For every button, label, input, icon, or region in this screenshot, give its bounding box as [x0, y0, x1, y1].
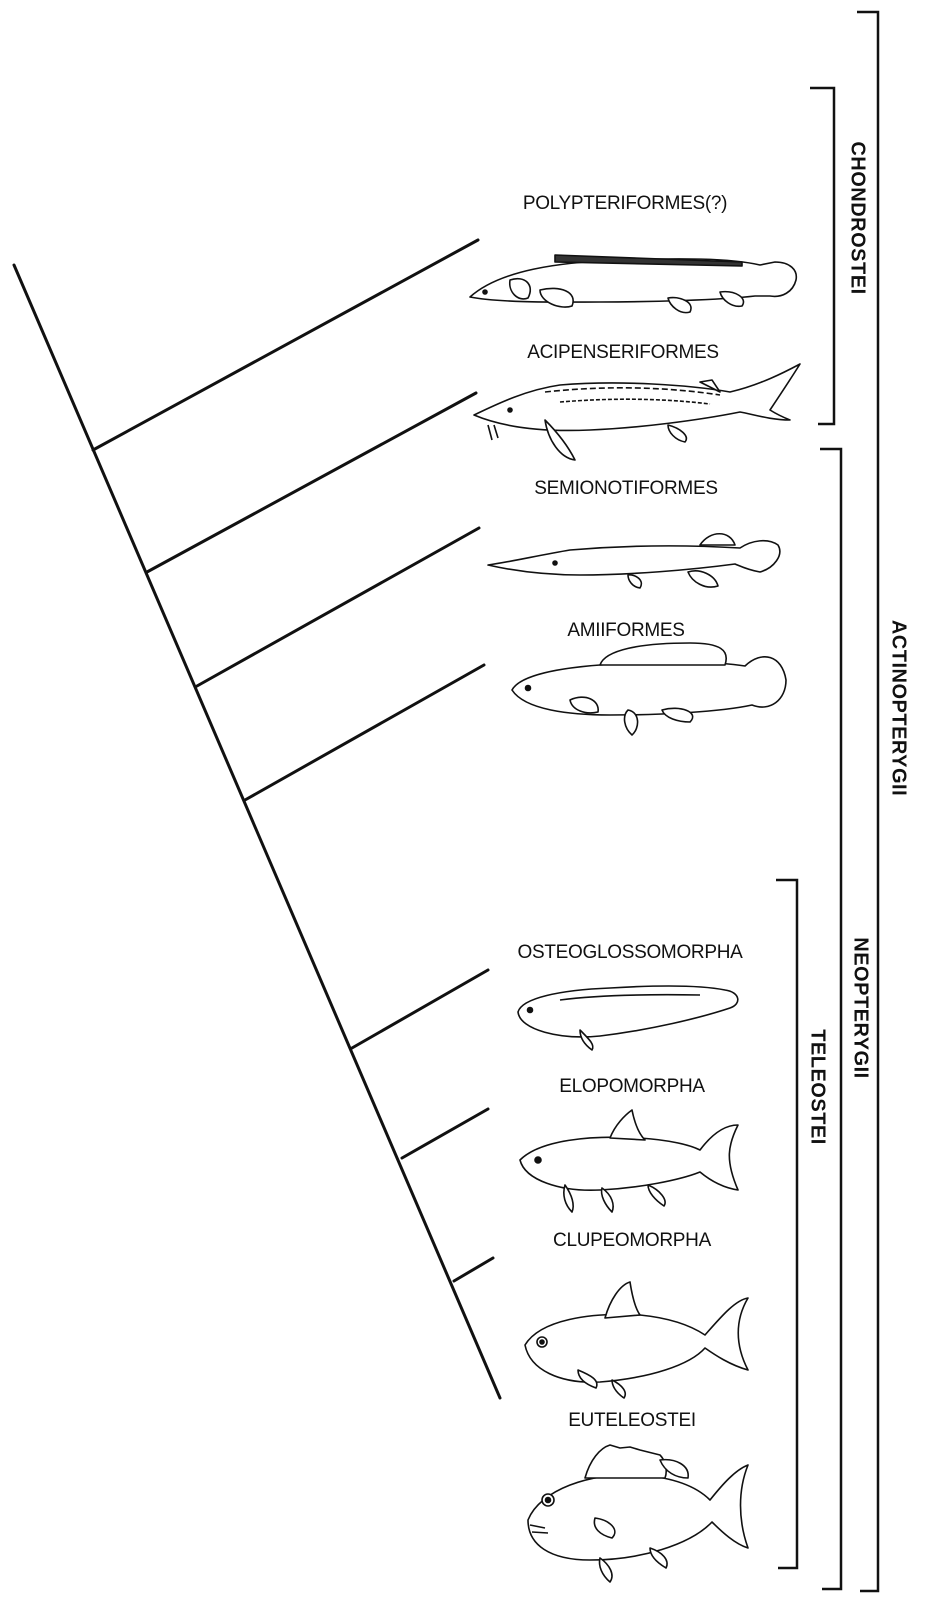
taxon-label-elopomorpha: ELOPOMORPHA	[559, 1076, 705, 1098]
sturgeon-fish-icon	[474, 364, 800, 460]
group-label-teleostei: TELEOSTEI	[806, 1029, 829, 1145]
taxon-label-amiiformes: AMIIFORMES	[567, 620, 684, 642]
taxon-label-semionotiformes: SEMIONOTIFORMES	[534, 478, 717, 500]
taxon-label-acipenseriformes: ACIPENSERIFORMES	[527, 342, 719, 364]
branch-osteoglossomorpha	[352, 970, 488, 1048]
branch-amiiformes	[245, 665, 484, 800]
bowfin-fish-icon	[512, 643, 786, 735]
bonytongue-fish-icon	[518, 986, 738, 1050]
branch-polypteriformes	[93, 240, 478, 450]
cladogram-trunk	[14, 265, 500, 1398]
chondrostei-bracket	[810, 88, 834, 424]
branch-acipenseriformes	[147, 393, 476, 572]
herring-fish-icon	[525, 1282, 748, 1398]
branch-clupeomorpha	[454, 1258, 493, 1281]
taxon-label-polypteriformes: POLYPTERIFORMES(?)	[523, 193, 727, 215]
group-label-chondrostei: CHONDROSTEI	[846, 141, 869, 294]
taxon-label-euteleostei: EUTELEOSTEI	[568, 1410, 696, 1432]
taxon-label-osteoglossomorpha: OSTEOGLOSSOMORPHA	[517, 942, 742, 964]
branch-semionotiformes	[197, 528, 479, 686]
perch-fish-icon	[528, 1445, 748, 1582]
bichir-fish-icon	[470, 255, 796, 313]
tarpon-fish-icon	[520, 1110, 738, 1212]
teleostei-bracket	[776, 880, 797, 1568]
group-label-actinopterygii: ACTINOPTERYGII	[887, 620, 910, 796]
gar-fish-icon	[488, 534, 780, 588]
neopterygii-bracket	[820, 449, 841, 1589]
branch-elopomorpha	[402, 1109, 488, 1158]
taxon-label-clupeomorpha: CLUPEOMORPHA	[553, 1230, 711, 1252]
group-label-neopterygii: NEOPTERYGII	[849, 937, 872, 1078]
